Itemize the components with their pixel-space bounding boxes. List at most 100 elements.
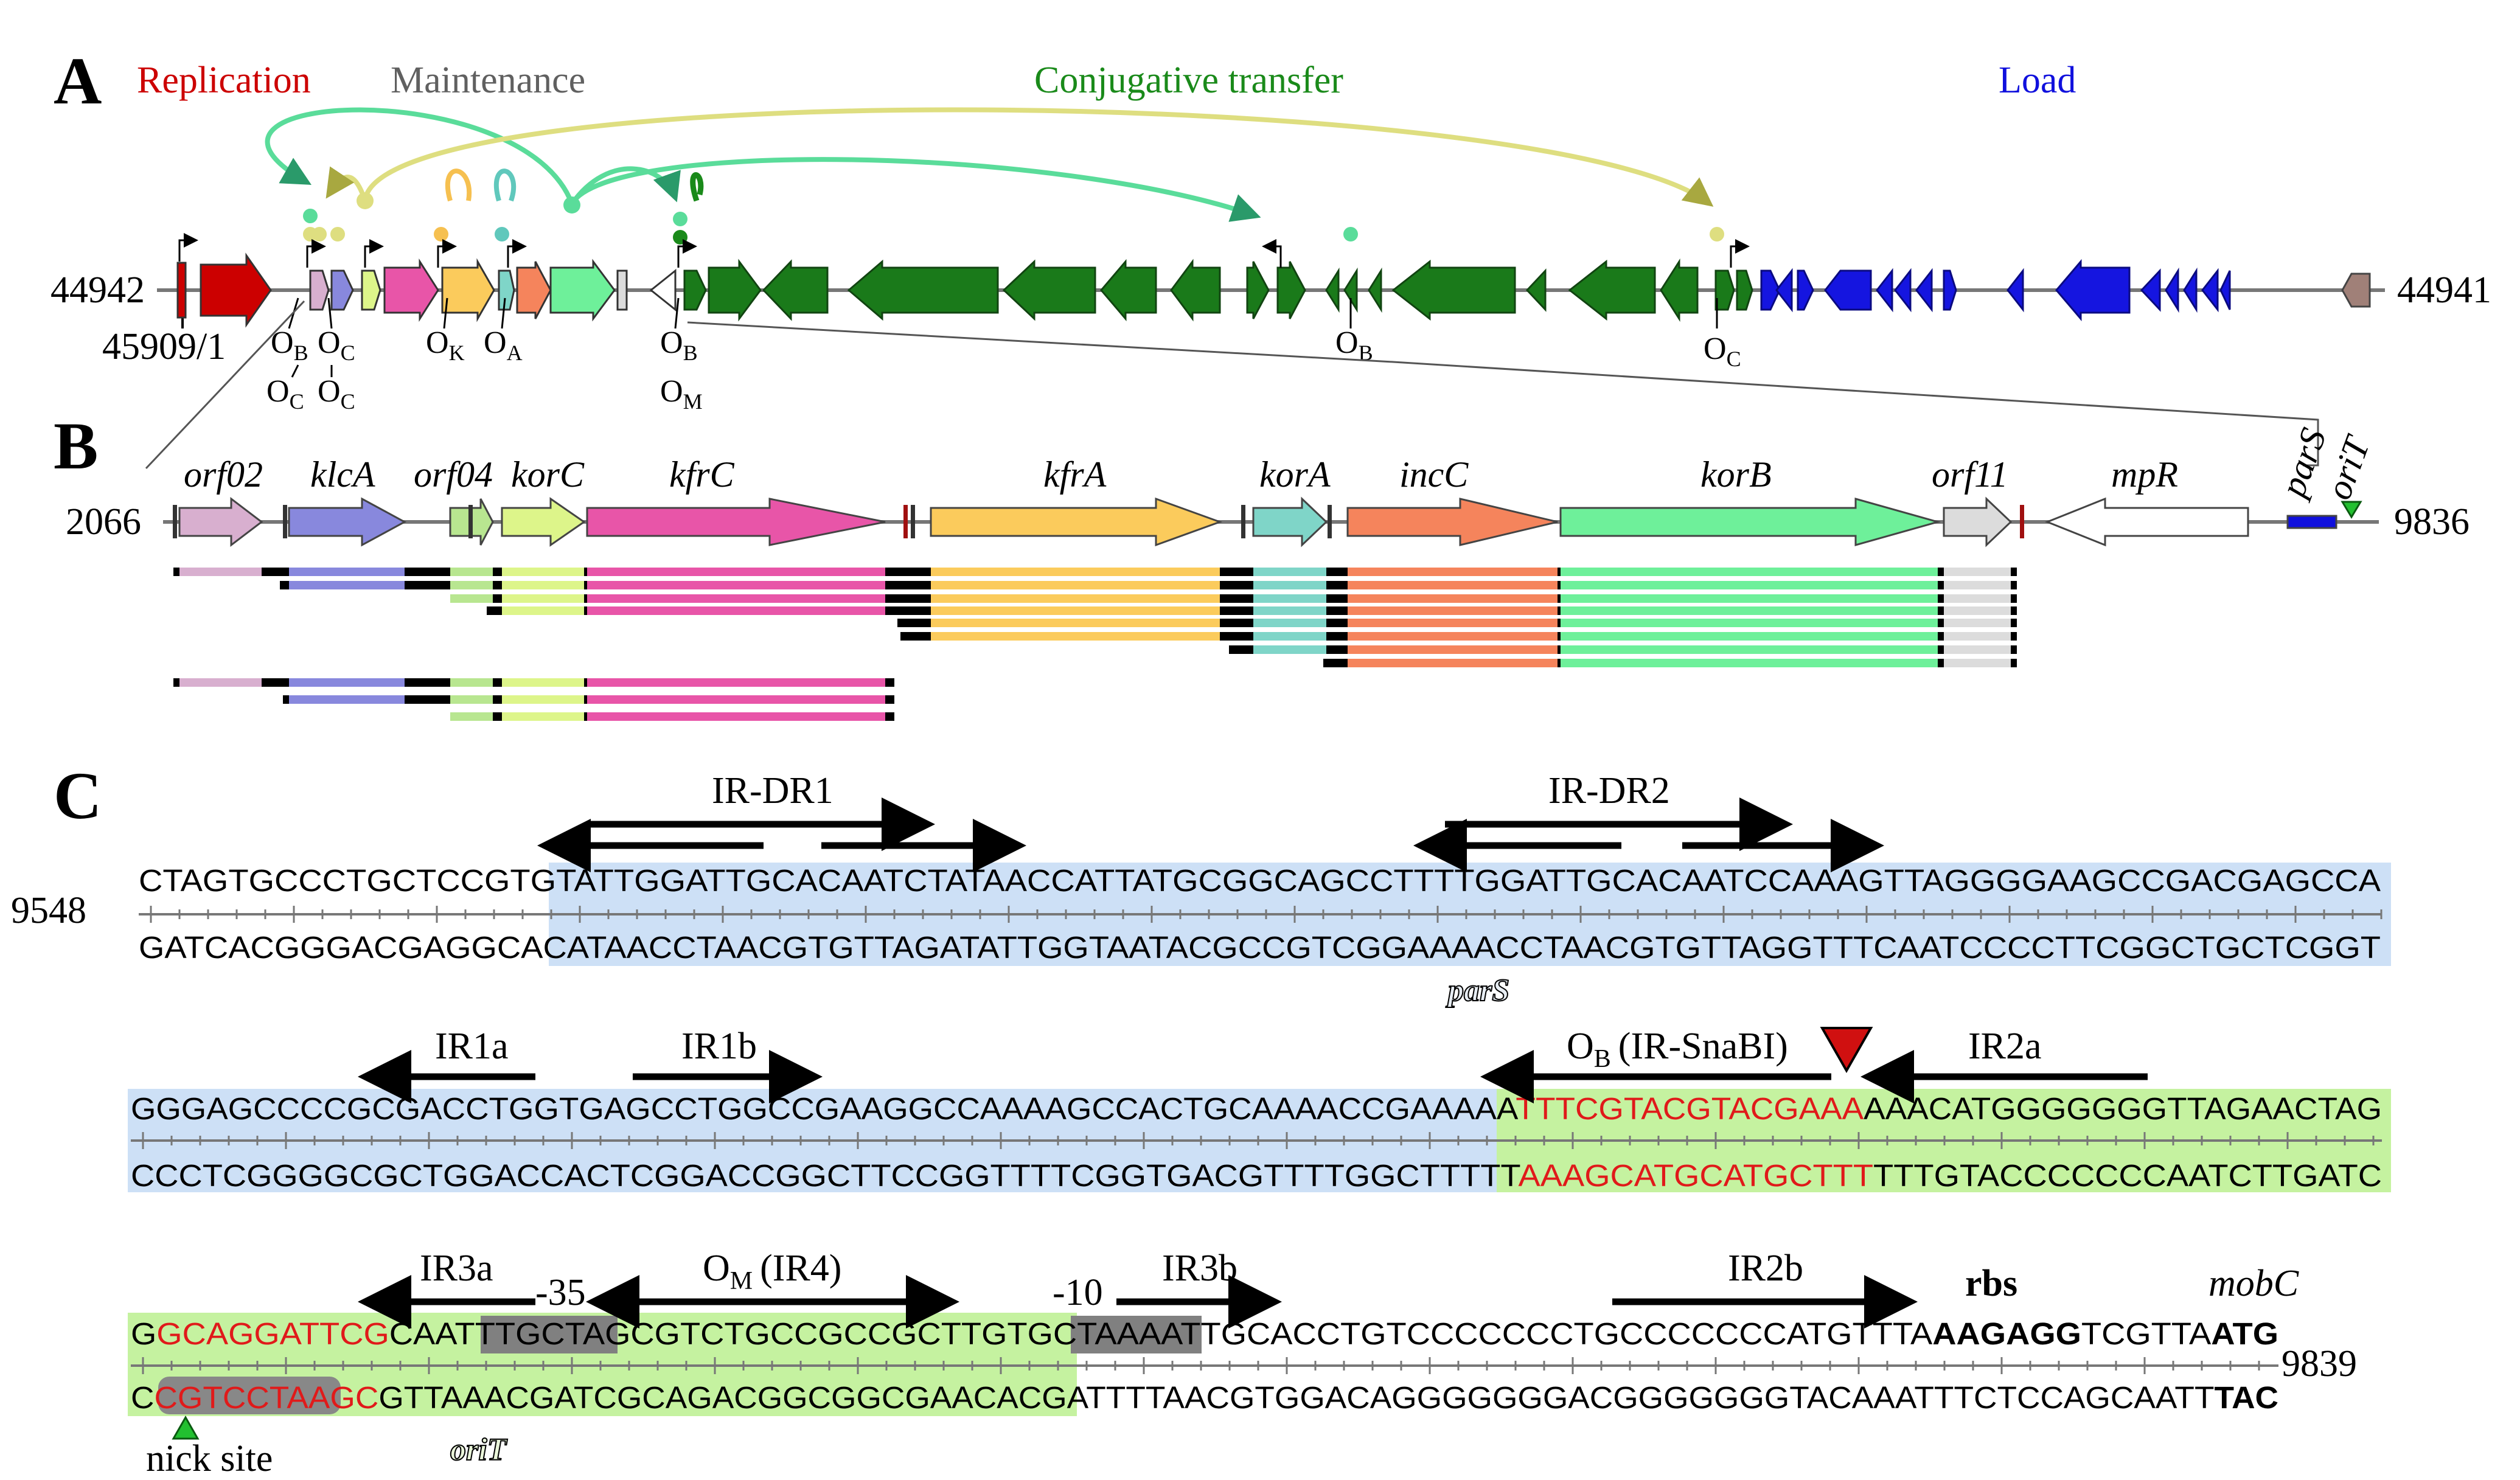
transcript-segment-kora [1253, 619, 1326, 627]
category-conjugative-transfer: Conjugative transfer [1034, 60, 1343, 101]
gene-kfra-b [930, 497, 1223, 547]
promoter-mark [1730, 239, 1750, 268]
transcript-segment-kora [1253, 568, 1326, 576]
korc-node [357, 192, 374, 209]
transcript-segment-orf04 [450, 594, 493, 603]
label-ir1a: IR1a [435, 1026, 509, 1067]
gene-mpr [649, 268, 677, 312]
arc-oriT-self [690, 172, 704, 202]
gene-label-orf02: orf02 [184, 454, 263, 495]
operator-ticks [288, 297, 1718, 378]
transcript-segment-orf11 [1944, 606, 2011, 615]
transcript-segment-orf11 [1944, 659, 2011, 667]
promoter-mark [306, 239, 326, 268]
tra-gene [1714, 269, 1735, 311]
gene-label-klca: klcA [310, 454, 375, 495]
gene-label-mpr: mpR [2111, 454, 2178, 495]
transcript-segment-orf11 [1944, 568, 2011, 576]
load-gene [1876, 268, 1893, 313]
intergenic-marks-b [173, 505, 2024, 538]
dot-korb [303, 209, 318, 223]
label-nick-site: nick site [146, 1438, 273, 1479]
nick-box [158, 1377, 341, 1414]
load-gene [2201, 268, 2219, 313]
arc-korc-to-oc [363, 107, 1714, 207]
label-om: OM(IR4) [703, 1248, 841, 1295]
gene-label-orf11: orf11 [1932, 454, 2008, 495]
gene-incc [516, 261, 552, 319]
load-gene [1915, 268, 1933, 313]
transcript-segment-incc [1348, 645, 1558, 654]
transcript-segment-korb [1561, 594, 1938, 603]
load-gene [2140, 268, 2161, 312]
transcript-segment-orf11 [1944, 594, 2011, 603]
transcript-segment-korb [1561, 645, 1938, 654]
promoter-mark [178, 233, 198, 262]
transcript-segment-korb [1561, 659, 1938, 667]
transcript-segment-kora [1253, 581, 1326, 589]
transcript-segment-kfra [931, 568, 1220, 576]
orit-nick-triangle-b [2341, 501, 2362, 519]
transcript-segment-kora [1253, 632, 1326, 641]
panel-c-label: C [54, 759, 102, 833]
tra-gene [1368, 267, 1382, 313]
gene-orf11-b [1943, 496, 2013, 547]
transcript-segment-klca [289, 568, 405, 576]
gene-kora-b [1252, 496, 1328, 547]
promoter-mark [437, 239, 457, 268]
arc-korc-self [325, 166, 367, 202]
tra-gene [847, 259, 999, 321]
tra-gene [708, 259, 762, 322]
transcript-segment-kora [1253, 645, 1326, 654]
gene-label-incc: incC [1399, 454, 1469, 495]
label-ir3b: IR3b [1162, 1248, 1237, 1289]
gene-label-kfra: kfrA [1043, 454, 1107, 495]
gene-korb-b [1559, 498, 1941, 546]
start-coord-b: 2066 [66, 501, 141, 543]
category-legend: Replication Maintenance Conjugative tran… [137, 60, 2076, 101]
load-gene [1824, 269, 1872, 311]
dot-kfra [434, 227, 448, 241]
transcript-segment-orf04 [450, 581, 493, 589]
nick-marker-red [1820, 1027, 1873, 1074]
transcript-segment-incc [1348, 659, 1558, 667]
transcript-segment-korc [502, 606, 584, 615]
transcript-segment-korb [1561, 581, 1938, 589]
gene-labels-b: orf02 klcA orf04 korC kfrC kfrA korA inc… [184, 423, 2378, 504]
operator-label: OC [318, 374, 355, 414]
row1-ir-arrows [537, 797, 1884, 872]
transcript-segment-kfrc [587, 712, 885, 721]
transcript-segment-kfrc [587, 678, 885, 687]
load-gene [1894, 268, 1912, 313]
transcript-segment-kfra [931, 581, 1220, 589]
transcript-segment-orf04 [450, 568, 493, 576]
transcript-segment-korb [1561, 619, 1938, 627]
transcript-segment-klca [289, 695, 405, 704]
tra-gene [1170, 259, 1221, 322]
gene-label-kora: korA [1259, 454, 1331, 495]
end-coord-a: 44941 [2397, 269, 2491, 311]
label-ir2b: IR2b [1728, 1248, 1803, 1289]
label-orit: oriT [450, 1433, 508, 1467]
gene-label-korc: korC [511, 454, 585, 495]
gene-arrows-b [178, 496, 2337, 547]
load-gene [2055, 259, 2131, 322]
operator-label: OB [660, 325, 698, 365]
arc-kfra-self [445, 168, 472, 202]
label-rbs: rbs [1965, 1263, 2017, 1304]
load-gene [2219, 270, 2231, 310]
transcript-segment-korb [1561, 568, 1938, 576]
transcript-segment-kfra [931, 594, 1220, 603]
tra-gene [1736, 269, 1753, 311]
transcript-segment-incc [1348, 594, 1558, 603]
label-ir-dr2: IR-DR2 [1548, 770, 1670, 811]
korb-node [563, 196, 580, 214]
gene-end-brown [2341, 273, 2371, 308]
label-mobc: mobC [2208, 1263, 2299, 1304]
transcript-segment-kfrc [587, 568, 885, 576]
transcript-segment-incc [1348, 581, 1558, 589]
